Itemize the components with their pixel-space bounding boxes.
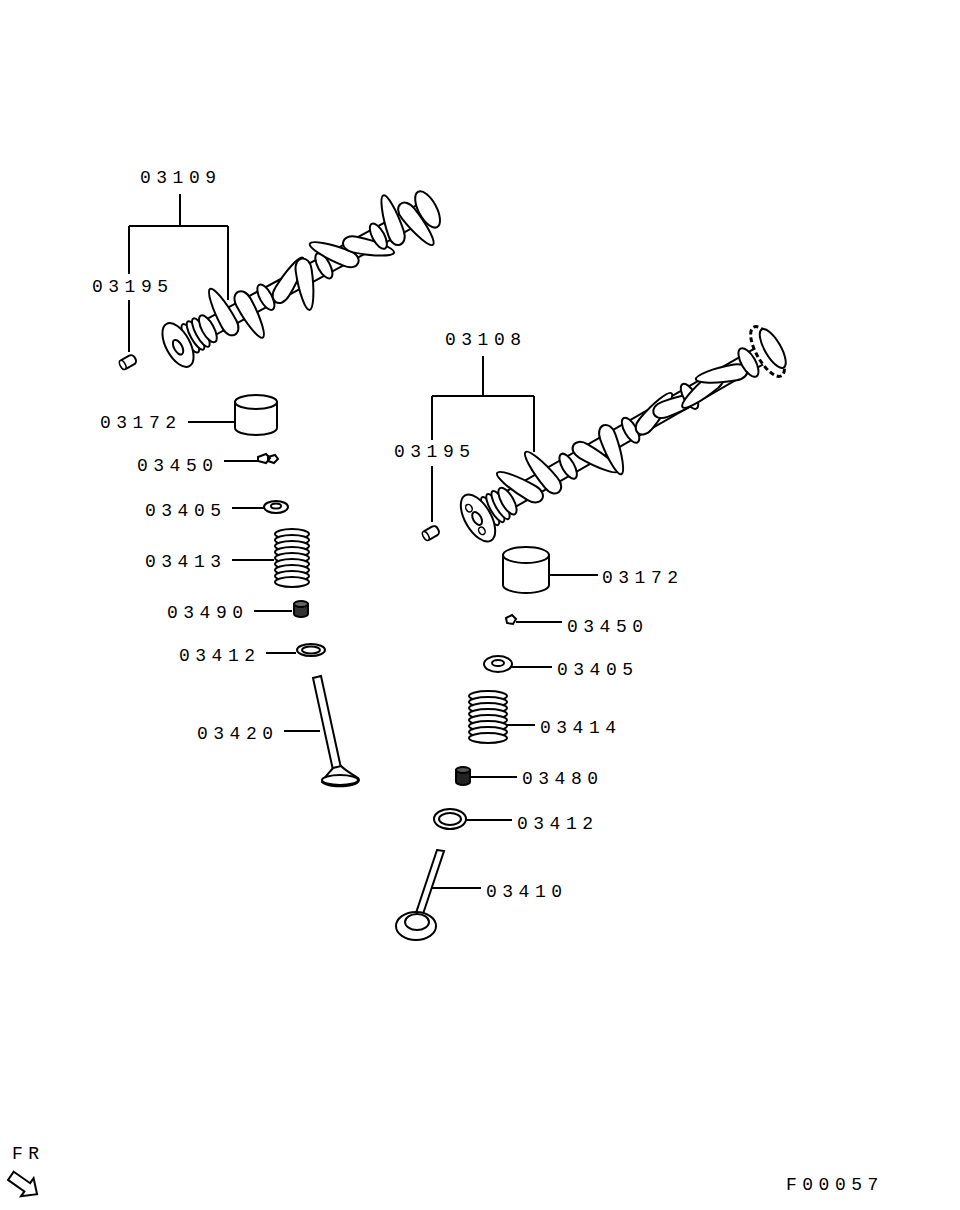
callout-number: 03450: [137, 455, 219, 477]
valve-train: [396, 547, 549, 940]
callout-number: 03412: [517, 813, 599, 835]
callout-number: 03109: [140, 167, 222, 189]
callout-number: 03412: [179, 645, 261, 667]
callout-number: 03195: [394, 441, 476, 463]
callout-number: 03405: [557, 659, 639, 681]
callout-number: 03420: [197, 723, 279, 745]
callout-number: 03480: [522, 768, 604, 790]
figure-number: F00057: [786, 1174, 884, 1196]
camshaft: [449, 314, 797, 554]
callout-number: 03450: [567, 616, 649, 638]
dowel-pin: [421, 525, 440, 542]
callout-number: 03490: [167, 602, 249, 624]
callout-number: 03414: [540, 717, 622, 739]
direction-arrow: [5, 1167, 44, 1203]
direction-label: FR: [12, 1143, 45, 1165]
callout-number: 03108: [445, 329, 527, 351]
callout-number: 03410: [486, 881, 568, 903]
callout-number: 03405: [145, 500, 227, 522]
callout-number: 03172: [602, 567, 684, 589]
callout-number: 03195: [92, 276, 174, 298]
callout-number: 03413: [145, 551, 227, 573]
callout-number: 03172: [100, 412, 182, 434]
camshaft: [151, 175, 452, 382]
dowel-pin: [118, 354, 137, 371]
